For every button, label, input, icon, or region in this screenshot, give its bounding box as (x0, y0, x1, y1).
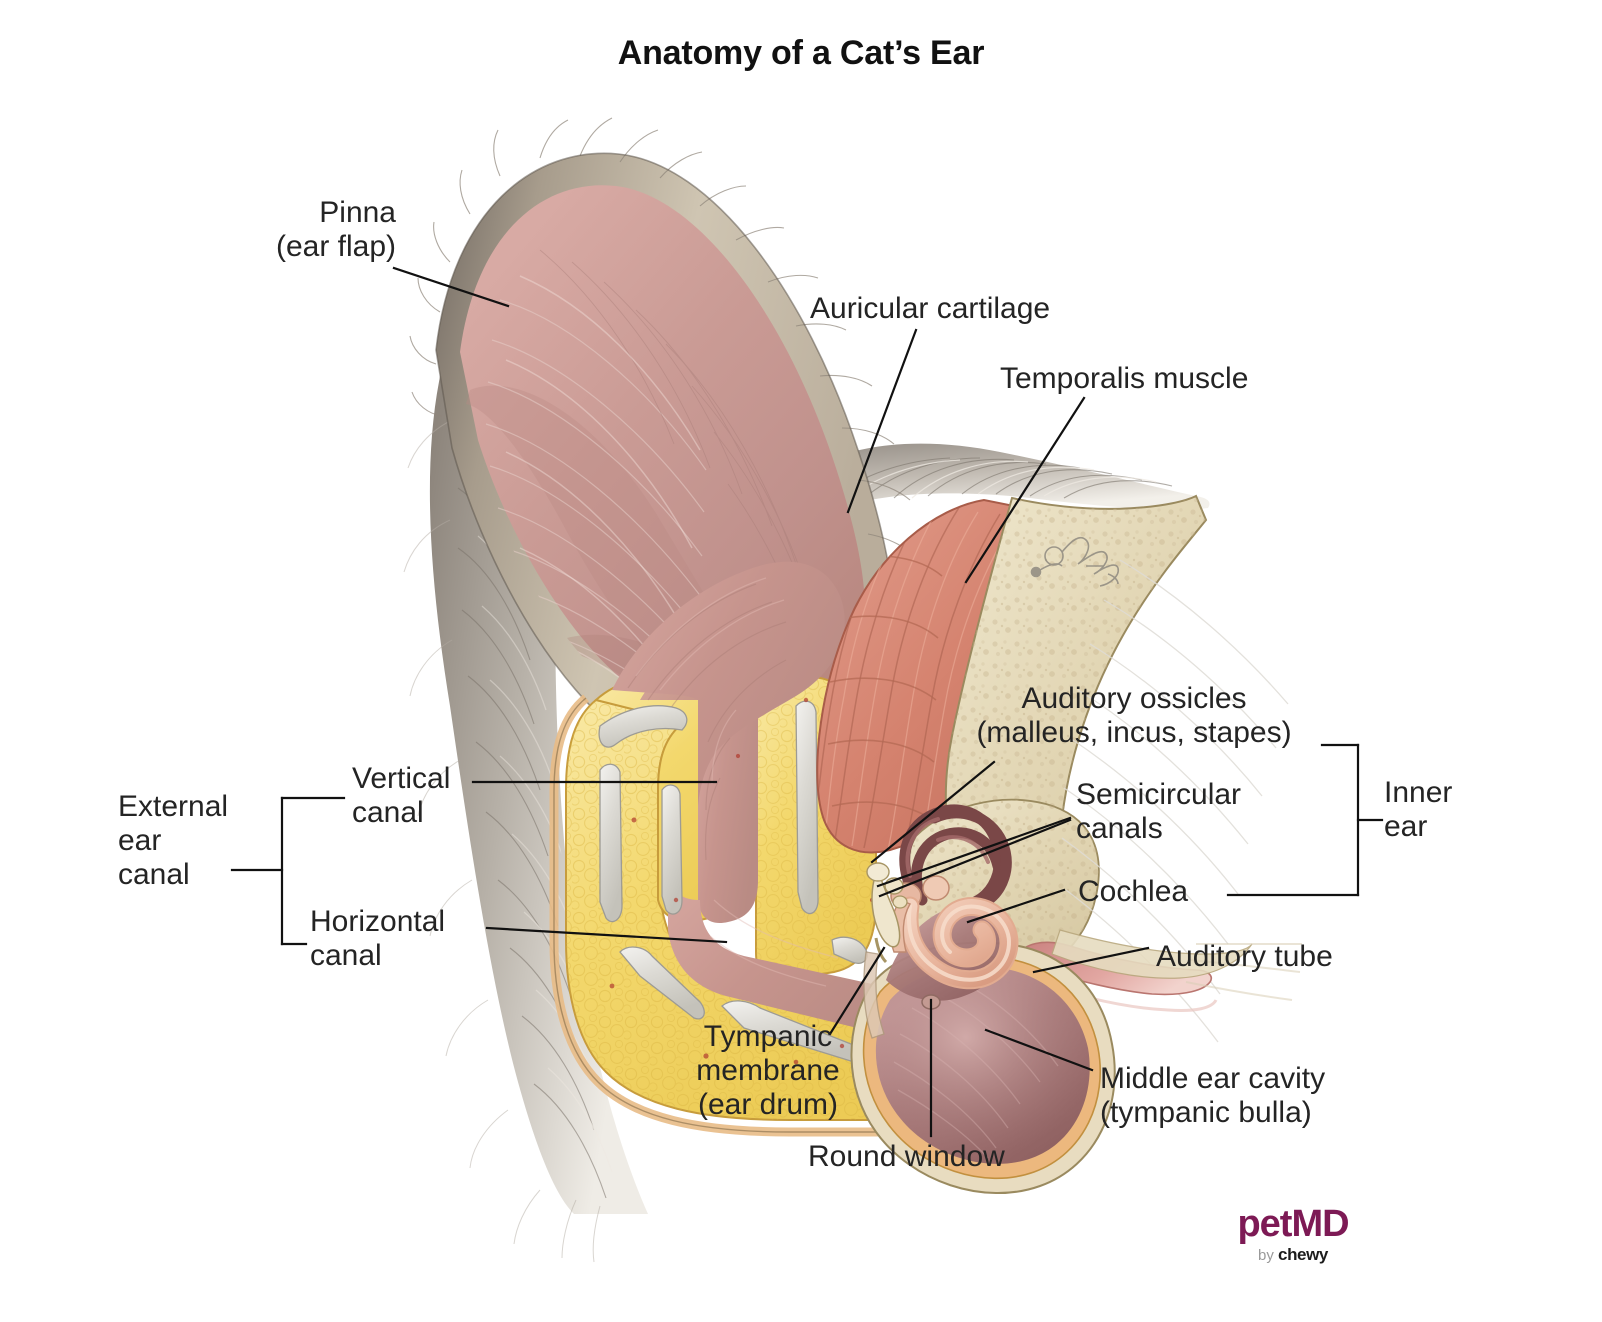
petmd-logo[interactable]: petMD by chewy (1208, 1205, 1378, 1263)
middle-ear-cavity-tympanic-bulla (850, 903, 1116, 1194)
petmd-wordmark: petMD (1237, 1203, 1349, 1245)
label-auditory-ossicles: Auditory ossicles (malleus, incus, stape… (976, 682, 1292, 749)
by-chewy-wordmark: by chewy (1208, 1246, 1378, 1263)
label-auditory-tube: Auditory tube (1156, 940, 1333, 973)
label-external-ear-canal: External ear canal (118, 790, 229, 891)
label-pinna: Pinna (ear flap) (275, 196, 396, 263)
label-inner-ear: Inner ear (1384, 776, 1453, 843)
label-tympanic-membrane: Tympanic membrane (ear drum) (696, 1020, 840, 1121)
label-horizontal-canal: Horizontal canal (310, 905, 446, 972)
label-round-window: Round window (808, 1140, 1005, 1173)
round-window (921, 994, 941, 1010)
label-temporalis-muscle: Temporalis muscle (1000, 362, 1249, 395)
page-title: Anatomy of a Cat’s Ear (617, 34, 985, 72)
label-middle-ear-cavity: Middle ear cavity (tympanic bulla) (1100, 1062, 1326, 1129)
label-auricular-cartilage: Auricular cartilage (810, 292, 1051, 325)
label-cochlea: Cochlea (1078, 875, 1189, 908)
label-vertical-canal: Vertical canal (352, 762, 451, 829)
chewy-wordmark: chewy (1278, 1245, 1328, 1264)
by-prefix: by (1258, 1247, 1279, 1264)
label-semicircular-canals: Semicircular canals (1076, 778, 1242, 845)
